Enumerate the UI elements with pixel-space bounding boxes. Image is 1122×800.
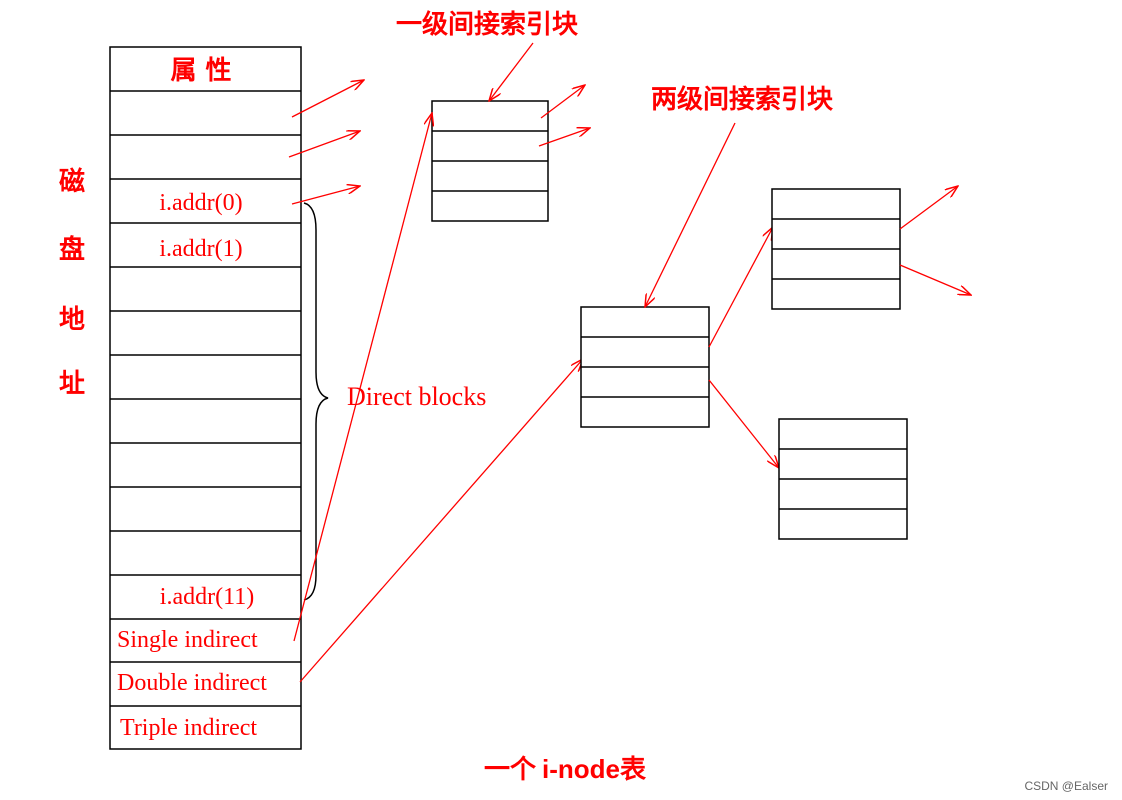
double-block-arrow-to-upper <box>708 227 773 348</box>
caption-suffix: 表 <box>620 755 647 785</box>
csdn-watermark: CSDN @Ealser <box>1024 779 1108 793</box>
upper-block-out-arrow-1 <box>899 186 958 230</box>
inode-table-border <box>109 46 302 750</box>
inode-table-dividers <box>110 90 301 707</box>
direct-blocks-label: Direct blocks <box>347 382 486 411</box>
disk-address-label: 磁 盘 地 址 <box>59 166 85 399</box>
double-indirect-block <box>580 306 710 428</box>
direct-arrow-row0 <box>291 80 364 118</box>
direct-blocks-brace <box>303 202 329 601</box>
double-indirect-label: 两级间接索引块 <box>651 84 833 115</box>
caption-prefix: 一个 <box>484 755 537 785</box>
single-indirect-label: 一级间接索引块 <box>396 9 578 40</box>
direct-arrow-row1 <box>288 131 360 158</box>
inode-header-attributes: 属 性 <box>170 56 231 86</box>
single-block-out-arrow-1 <box>540 85 585 119</box>
caption-bold: i-node <box>542 754 620 784</box>
second-level-block-lower <box>778 418 908 540</box>
inode-row-addr11: i.addr(11) <box>160 584 254 610</box>
single-block-out-arrow-2 <box>538 128 590 147</box>
single-indirect-block <box>431 100 549 222</box>
direct-pointer-arrows <box>288 80 364 205</box>
single-indirect-pointer <box>293 113 432 642</box>
disk-address-char-4: 址 <box>59 369 85 399</box>
single-indirect-label-arrow <box>489 42 534 101</box>
inode-row-addr1: i.addr(1) <box>159 236 242 262</box>
disk-address-char-1: 磁 <box>59 166 85 197</box>
inode-row-triple-indirect: Triple indirect <box>120 715 257 741</box>
inode-row-double-indirect: Double indirect <box>117 670 267 696</box>
disk-address-char-3: 地 <box>59 305 85 335</box>
inode-row-single-indirect: Single indirect <box>117 627 258 653</box>
inode-table: 属 性 i.addr(0) i.addr(1) i.addr(11) Singl… <box>109 46 302 750</box>
double-block-arrow-to-lower <box>708 379 779 468</box>
upper-block-out-arrow-2 <box>899 264 971 295</box>
second-level-block-upper <box>771 188 901 310</box>
double-indirect-pointer <box>299 359 583 683</box>
disk-address-char-2: 盘 <box>59 234 85 265</box>
direct-arrow-addr0 <box>291 186 360 205</box>
inode-row-addr0: i.addr(0) <box>159 190 242 216</box>
double-indirect-label-arrow <box>645 122 736 307</box>
